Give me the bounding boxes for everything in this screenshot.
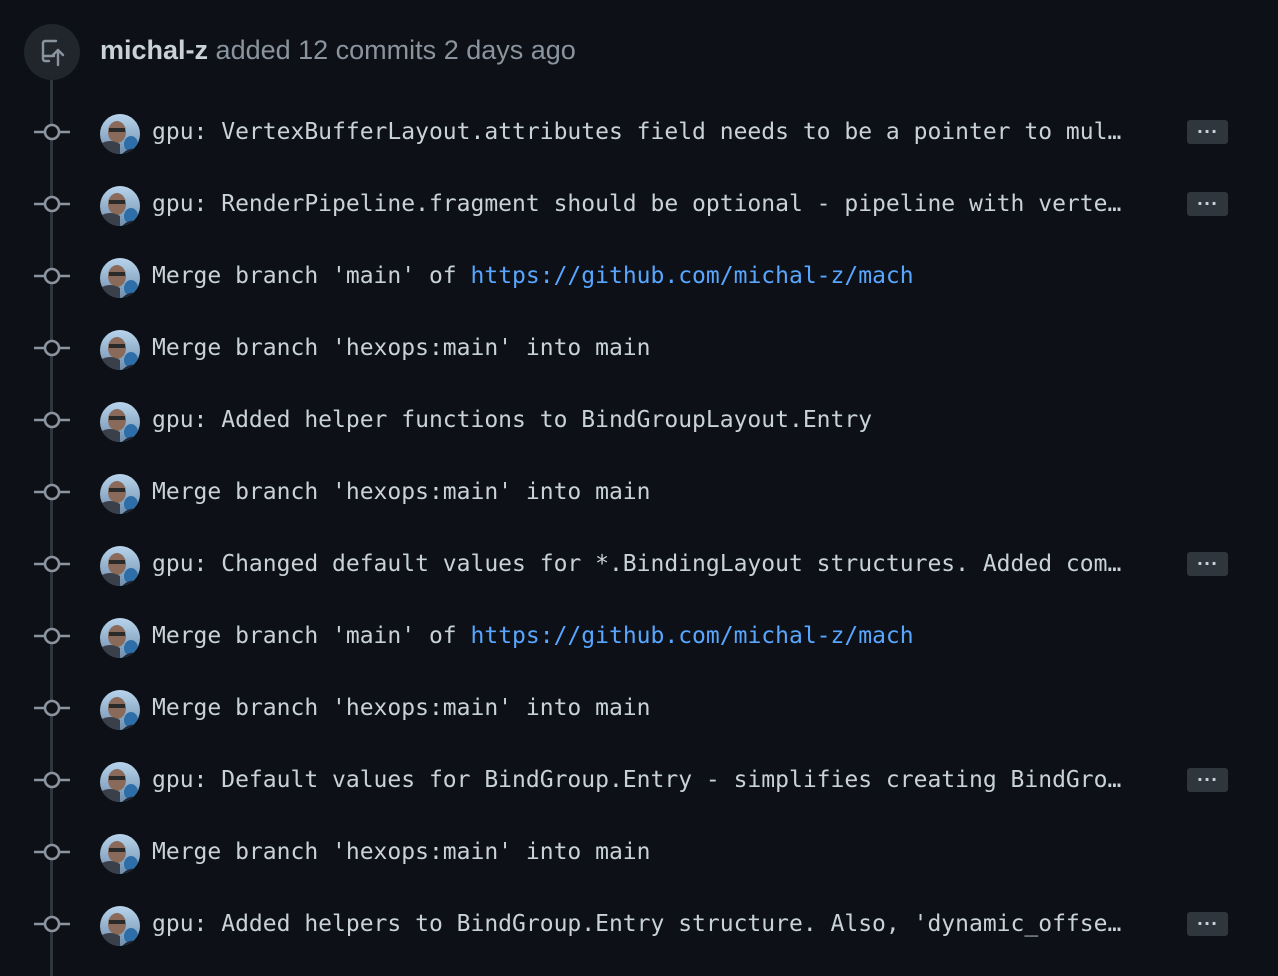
avatar[interactable]	[100, 546, 140, 586]
commit-message-text[interactable]: gpu: Default values for BindGroup.Entry …	[152, 767, 1122, 793]
commit-message-text[interactable]: Merge branch 'main' of	[152, 263, 471, 289]
expand-message-button[interactable]: ···	[1187, 120, 1228, 144]
commit-message-text[interactable]: Merge branch 'main' of	[152, 623, 471, 649]
avatar[interactable]	[100, 258, 140, 298]
expand-message-button[interactable]: ···	[1187, 552, 1228, 576]
commit-message[interactable]: Merge branch 'hexops:main' into main	[152, 836, 1164, 868]
commit-row: Merge branch 'hexops:main' into main	[0, 456, 1278, 528]
git-commit-icon	[34, 910, 70, 938]
commit-message-text[interactable]: Merge branch 'hexops:main' into main	[152, 839, 651, 865]
header-text: michal-z added 12 commits 2 days ago	[100, 32, 576, 68]
git-commit-icon	[34, 694, 70, 722]
commit-message-text[interactable]: gpu: Changed default values for *.Bindin…	[152, 551, 1122, 577]
git-commit-icon	[34, 478, 70, 506]
commit-row: Merge branch 'hexops:main' into main	[0, 312, 1278, 384]
git-commit-icon	[34, 838, 70, 866]
avatar[interactable]	[100, 762, 140, 802]
commit-message-text[interactable]: Merge branch 'hexops:main' into main	[152, 479, 651, 505]
commit-message[interactable]: gpu: Added helper functions to BindGroup…	[152, 404, 1164, 436]
timeline-line	[50, 78, 53, 976]
avatar[interactable]	[100, 618, 140, 658]
commit-row: Merge branch 'main' of https://github.co…	[0, 600, 1278, 672]
avatar[interactable]	[100, 186, 140, 226]
commit-message-text[interactable]: Merge branch 'hexops:main' into main	[152, 695, 651, 721]
header-action: added 12 commits	[215, 35, 437, 65]
git-commit-icon	[34, 622, 70, 650]
timeline-header: michal-z added 12 commits 2 days ago	[0, 0, 1278, 100]
expand-message-button[interactable]: ···	[1187, 768, 1228, 792]
commit-message[interactable]: gpu: Added helpers to BindGroup.Entry st…	[152, 908, 1164, 940]
git-commit-icon	[34, 118, 70, 146]
git-commit-icon	[34, 334, 70, 362]
git-commit-icon	[34, 406, 70, 434]
commit-row: gpu: VertexBufferLayout.attributes field…	[0, 96, 1278, 168]
expand-message-button[interactable]: ···	[1187, 912, 1228, 936]
commit-message-link[interactable]: https://github.com/michal-z/mach	[470, 623, 914, 649]
commit-message[interactable]: Merge branch 'hexops:main' into main	[152, 476, 1164, 508]
git-commit-icon	[34, 550, 70, 578]
avatar[interactable]	[100, 114, 140, 154]
commit-message[interactable]: Merge branch 'main' of https://github.co…	[152, 260, 1164, 292]
avatar[interactable]	[100, 834, 140, 874]
commit-message-text[interactable]: Merge branch 'hexops:main' into main	[152, 335, 651, 361]
avatar[interactable]	[100, 906, 140, 946]
expand-message-button[interactable]: ···	[1187, 192, 1228, 216]
commit-message[interactable]: gpu: Default values for BindGroup.Entry …	[152, 764, 1164, 796]
commit-row: Merge branch 'hexops:main' into main	[0, 672, 1278, 744]
commit-message[interactable]: gpu: RenderPipeline.fragment should be o…	[152, 188, 1164, 220]
commit-row: Merge branch 'main' of https://github.co…	[0, 240, 1278, 312]
author-link[interactable]: michal-z	[100, 35, 209, 65]
commit-message[interactable]: gpu: Changed default values for *.Bindin…	[152, 548, 1164, 580]
commit-message[interactable]: Merge branch 'hexops:main' into main	[152, 692, 1164, 724]
commit-message[interactable]: gpu: VertexBufferLayout.attributes field…	[152, 116, 1164, 148]
commit-row: gpu: Default values for BindGroup.Entry …	[0, 744, 1278, 816]
avatar[interactable]	[100, 474, 140, 514]
commit-message-text[interactable]: gpu: Added helper functions to BindGroup…	[152, 407, 873, 433]
commit-row: gpu: RenderPipeline.fragment should be o…	[0, 168, 1278, 240]
avatar[interactable]	[100, 330, 140, 370]
commit-row: gpu: Changed default values for *.Bindin…	[0, 528, 1278, 600]
git-commit-icon	[34, 262, 70, 290]
commit-message[interactable]: Merge branch 'main' of https://github.co…	[152, 620, 1164, 652]
commit-message[interactable]: Merge branch 'hexops:main' into main	[152, 332, 1164, 364]
commit-message-text[interactable]: gpu: VertexBufferLayout.attributes field…	[152, 119, 1122, 145]
commit-row: Merge branch 'hexops:main' into main	[0, 816, 1278, 888]
commit-message-text[interactable]: gpu: Added helpers to BindGroup.Entry st…	[152, 911, 1122, 937]
git-commit-icon	[34, 766, 70, 794]
repo-push-icon	[24, 24, 80, 80]
commit-row: gpu: Added helpers to BindGroup.Entry st…	[0, 888, 1278, 960]
commit-row: gpu: Added helper functions to BindGroup…	[0, 384, 1278, 456]
avatar[interactable]	[100, 402, 140, 442]
header-time[interactable]: 2 days ago	[443, 35, 576, 65]
commit-message-link[interactable]: https://github.com/michal-z/mach	[470, 263, 914, 289]
commit-message-text[interactable]: gpu: RenderPipeline.fragment should be o…	[152, 191, 1122, 217]
git-commit-icon	[34, 190, 70, 218]
avatar[interactable]	[100, 690, 140, 730]
